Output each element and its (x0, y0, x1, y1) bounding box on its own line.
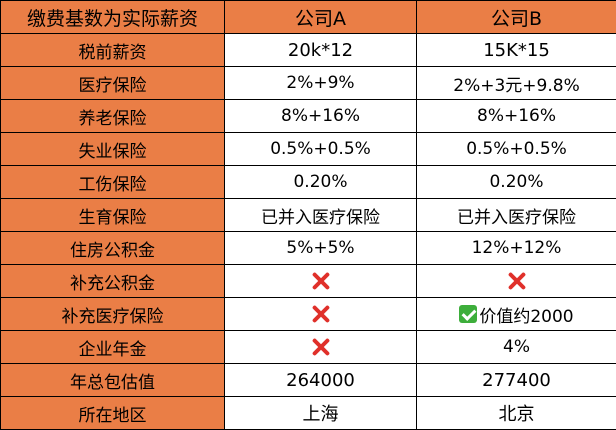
company-b-value (417, 265, 616, 298)
table-row-supplementary-medical-insurance: 补充医疗保险 价值约2000 (1, 298, 616, 331)
table-row-maternity-insurance: 生育保险 已并入医疗保险 已并入医疗保险 (1, 199, 616, 232)
row-label: 养老保险 (1, 100, 225, 133)
company-b-value: 价值约2000 (417, 298, 616, 331)
company-a-value: 8%+16% (225, 100, 417, 133)
company-b-value: 已并入医疗保险 (417, 199, 616, 232)
company-b-value: 12%+12% (417, 232, 616, 265)
row-label: 生育保险 (1, 199, 225, 232)
company-b-value: 0.20% (417, 166, 616, 199)
company-b-value: 4% (417, 331, 616, 364)
table-row-medical-insurance: 医疗保险 2%+9% 2%+3元+9.8% (1, 67, 616, 100)
corner-header-cell: 缴费基数为实际薪资 (1, 1, 225, 34)
company-a-value (225, 331, 417, 364)
company-b-value: 0.5%+0.5% (417, 133, 616, 166)
row-label: 工伤保险 (1, 166, 225, 199)
company-b-value: 北京 (417, 397, 616, 430)
company-a-value: 2%+9% (225, 67, 417, 100)
row-label: 失业保险 (1, 133, 225, 166)
company-a-header: 公司A (225, 1, 417, 34)
row-label: 补充公积金 (1, 265, 225, 298)
table-row-housing-fund: 住房公积金 5%+5% 12%+12% (1, 232, 616, 265)
company-b-value: 2%+3元+9.8% (417, 67, 616, 100)
table-row-supplementary-housing-fund: 补充公积金 (1, 265, 616, 298)
company-a-value: 20k*12 (225, 34, 417, 67)
company-a-value: 5%+5% (225, 232, 417, 265)
company-b-header: 公司B (417, 1, 616, 34)
table-row-pension-insurance: 养老保险 8%+16% 8%+16% (1, 100, 616, 133)
row-label: 住房公积金 (1, 232, 225, 265)
company-a-value: 264000 (225, 364, 417, 397)
row-label: 企业年金 (1, 331, 225, 364)
table-row-location: 所在地区 上海 北京 (1, 397, 616, 430)
company-a-value (225, 265, 417, 298)
company-b-value: 8%+16% (417, 100, 616, 133)
row-label: 年总包估值 (1, 364, 225, 397)
row-label: 医疗保险 (1, 67, 225, 100)
table-row-pretax-salary: 税前薪资 20k*12 15K*15 (1, 34, 616, 67)
row-label: 补充医疗保险 (1, 298, 225, 331)
company-a-value: 上海 (225, 397, 417, 430)
company-b-value: 15K*15 (417, 34, 616, 67)
table-row-annual-package: 年总包估值 264000 277400 (1, 364, 616, 397)
table-row-enterprise-annuity: 企业年金 4% (1, 331, 616, 364)
table-row-unemployment-insurance: 失业保险 0.5%+0.5% 0.5%+0.5% (1, 133, 616, 166)
company-a-value (225, 298, 417, 331)
row-label: 税前薪资 (1, 34, 225, 67)
table-header-row: 缴费基数为实际薪资 公司A 公司B (1, 1, 616, 34)
check-mark-icon (459, 305, 477, 323)
cross-mark-icon (311, 337, 331, 357)
cross-mark-icon (311, 304, 331, 324)
company-b-value: 277400 (417, 364, 616, 397)
company-a-value: 0.20% (225, 166, 417, 199)
cross-mark-icon (507, 271, 527, 291)
row-label: 所在地区 (1, 397, 225, 430)
cross-mark-icon (311, 271, 331, 291)
company-b-value-text: 价值约2000 (479, 307, 573, 327)
table-row-work-injury-insurance: 工伤保险 0.20% 0.20% (1, 166, 616, 199)
company-a-value: 0.5%+0.5% (225, 133, 417, 166)
company-a-value: 已并入医疗保险 (225, 199, 417, 232)
